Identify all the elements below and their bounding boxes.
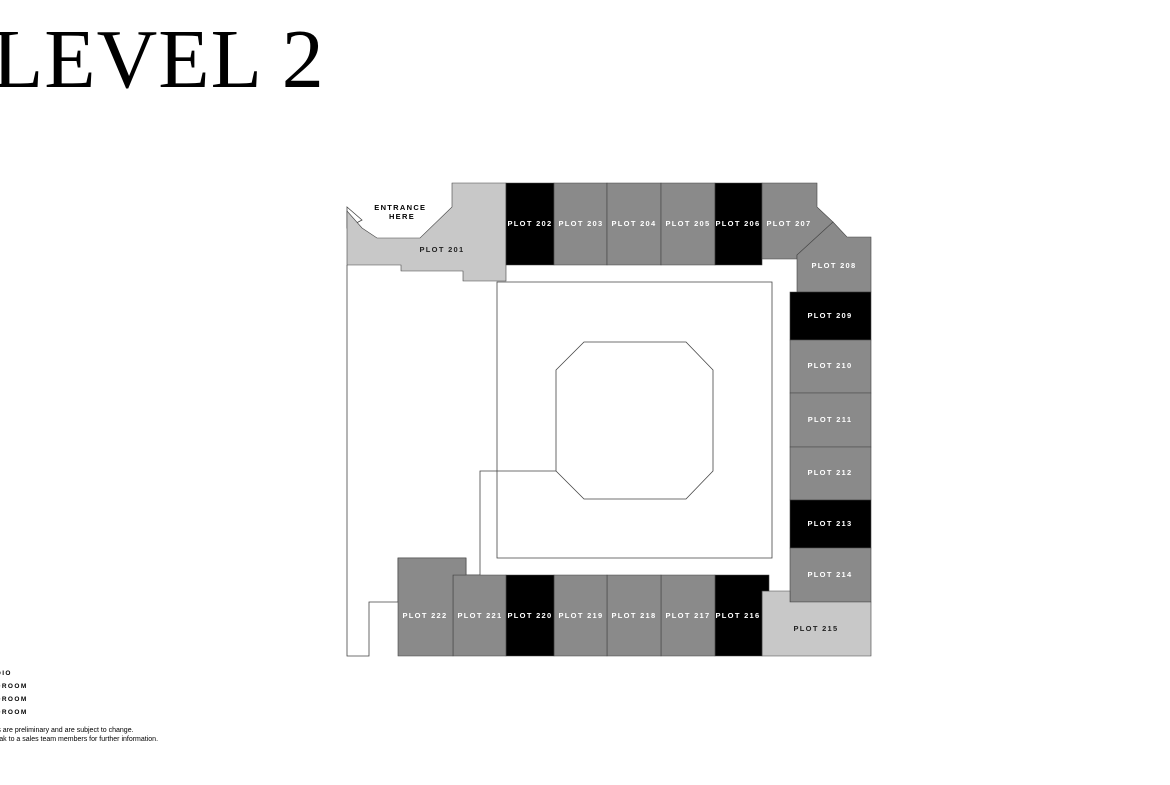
- plot-201[interactable]: [346, 182, 507, 282]
- plot-label: PLOT 211: [808, 415, 853, 424]
- plot-label: PLOT 202: [508, 219, 553, 228]
- plot-222[interactable]: [397, 557, 467, 657]
- plot-206[interactable]: [714, 182, 763, 266]
- legend-item-two-bedroom: EDROOM: [0, 696, 28, 703]
- plot-label: PLOT 221: [458, 611, 503, 620]
- plot-label: PLOT 209: [808, 311, 853, 320]
- plot-label: PLOT 203: [559, 219, 604, 228]
- plot-label: PLOT 205: [666, 219, 711, 228]
- plot-label: PLOT 206: [716, 219, 761, 228]
- plot-label: PLOT 219: [559, 611, 604, 620]
- disclaimer: lans are preliminary and are subject to …: [0, 726, 158, 744]
- legend-item-studio: UDIO: [0, 670, 12, 677]
- plot-label: PLOT 217: [666, 611, 711, 620]
- plot-label: PLOT 210: [808, 361, 853, 370]
- legend-item-one-bedroom: EDROOM: [0, 683, 28, 690]
- plot-label: PLOT 207: [767, 219, 812, 228]
- plot-label: PLOT 201: [420, 245, 465, 254]
- disclaimer-line: speak to a sales team members for furthe…: [0, 736, 159, 743]
- page-title: LEVEL 2: [0, 13, 325, 106]
- courtyard-outline: [555, 341, 714, 500]
- plot-label: PLOT 214: [808, 570, 853, 579]
- plot-label: PLOT 212: [808, 468, 853, 477]
- plot-label: PLOT 216: [716, 611, 761, 620]
- legend: UDIO EDROOM EDROOM EDROOM: [0, 667, 28, 719]
- plot-label: PLOT 215: [794, 624, 839, 633]
- plot-label: PLOT 204: [612, 219, 657, 228]
- plot-label: PLOT 213: [808, 519, 853, 528]
- plot-label: PLOT 208: [812, 261, 857, 270]
- legend-item-three-bedroom: EDROOM: [0, 709, 28, 716]
- entrance-label: ENTRANCE HERE: [374, 203, 429, 221]
- plot-label: PLOT 220: [508, 611, 553, 620]
- plot-label: PLOT 222: [403, 611, 448, 620]
- plot-label: PLOT 218: [612, 611, 657, 620]
- disclaimer-line: lans are preliminary and are subject to …: [0, 727, 134, 734]
